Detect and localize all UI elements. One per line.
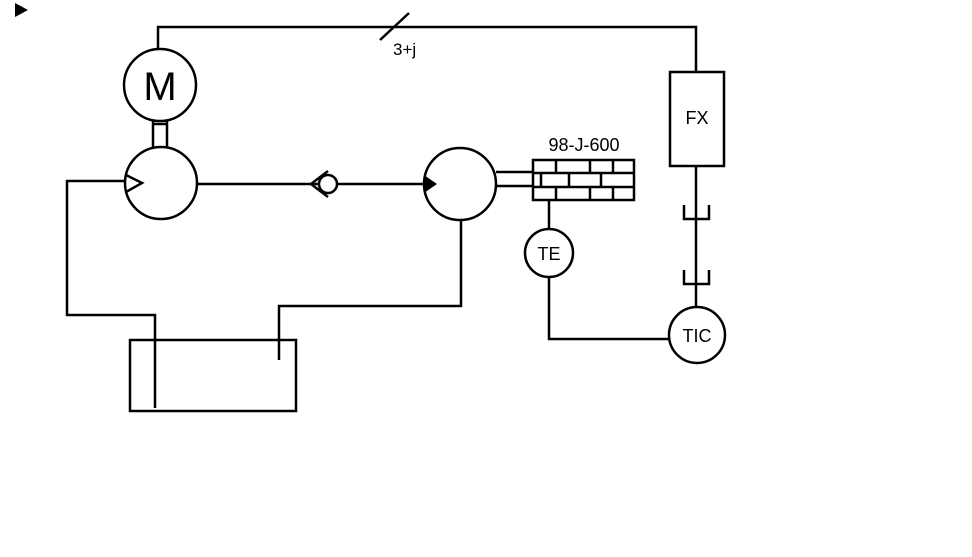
reservoir-tank — [128, 338, 298, 413]
te-label: TE — [537, 244, 560, 264]
te-instrument: TE — [523, 227, 575, 279]
tic-instrument: TIC — [667, 305, 727, 365]
power-bus-line — [156, 12, 698, 72]
fx-unit: FX — [668, 70, 726, 168]
motor-circle — [122, 47, 198, 123]
te-to-tic-line — [547, 277, 669, 341]
output-shaft — [496, 170, 533, 188]
hydraulic-motor — [422, 146, 498, 222]
bus-label: 3+j — [393, 40, 416, 59]
hydraulic-motor-arrow — [424, 175, 437, 193]
tic-to-fx-line — [682, 166, 711, 307]
motor-label: M — [143, 65, 176, 109]
tic-label: TIC — [683, 326, 712, 346]
check-valve — [308, 170, 339, 198]
fx-label: FX — [685, 108, 708, 128]
suction-line — [65, 179, 157, 408]
heater-element — [531, 158, 636, 202]
shaft-coupling — [151, 121, 169, 148]
pump-inlet-arrow — [125, 173, 145, 194]
return-line — [277, 220, 463, 360]
heater-label: 98-J-600 — [548, 135, 619, 155]
play-triangle-icon — [15, 3, 28, 17]
motor: M — [122, 47, 198, 123]
pump-circle — [123, 145, 199, 221]
pump — [123, 145, 199, 221]
